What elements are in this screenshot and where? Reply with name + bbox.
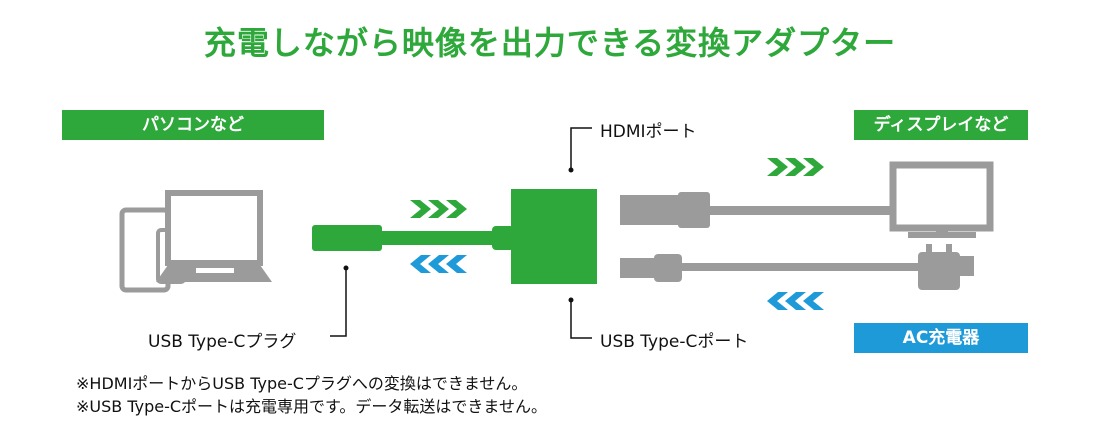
ac-charger-icon [918, 244, 974, 290]
charger-badge: AC充電器 [854, 323, 1028, 353]
leader-dot [568, 297, 574, 303]
arrow-right-icon [410, 200, 467, 218]
arrow-left-icon [767, 292, 824, 310]
note-line: ※USB Type-Cポートは充電専用です。データ転送はできません。 [76, 397, 547, 416]
usbc-charge-plug-icon [620, 254, 920, 282]
arrow-right-icon [767, 158, 824, 176]
adapter-body [511, 189, 597, 284]
usbc-plug-label: USB Type-Cプラグ [148, 332, 297, 352]
leader-line [570, 300, 592, 339]
display-device-badge: ディスプレイなど [854, 110, 1028, 140]
leader-line [570, 127, 592, 170]
laptop-icon [156, 190, 272, 282]
usbc-plug-icon [312, 225, 514, 251]
note-line: ※HDMIポートからUSB Type-Cプラグへの変換はできません。 [76, 374, 528, 393]
arrow-left-icon [410, 255, 467, 273]
hdmi-port-label: HDMIポート [600, 122, 697, 142]
source-device-badge: パソコンなど [62, 110, 324, 140]
leader-dot [343, 265, 349, 271]
page-title: 充電しながら映像を出力できる変換アダプター [203, 24, 897, 62]
monitor-icon [889, 161, 994, 238]
hdmi-plug-icon [620, 192, 892, 228]
leader-line [330, 268, 347, 337]
leader-dot [568, 167, 574, 173]
usbc-port-label: USB Type-Cポート [600, 332, 749, 352]
